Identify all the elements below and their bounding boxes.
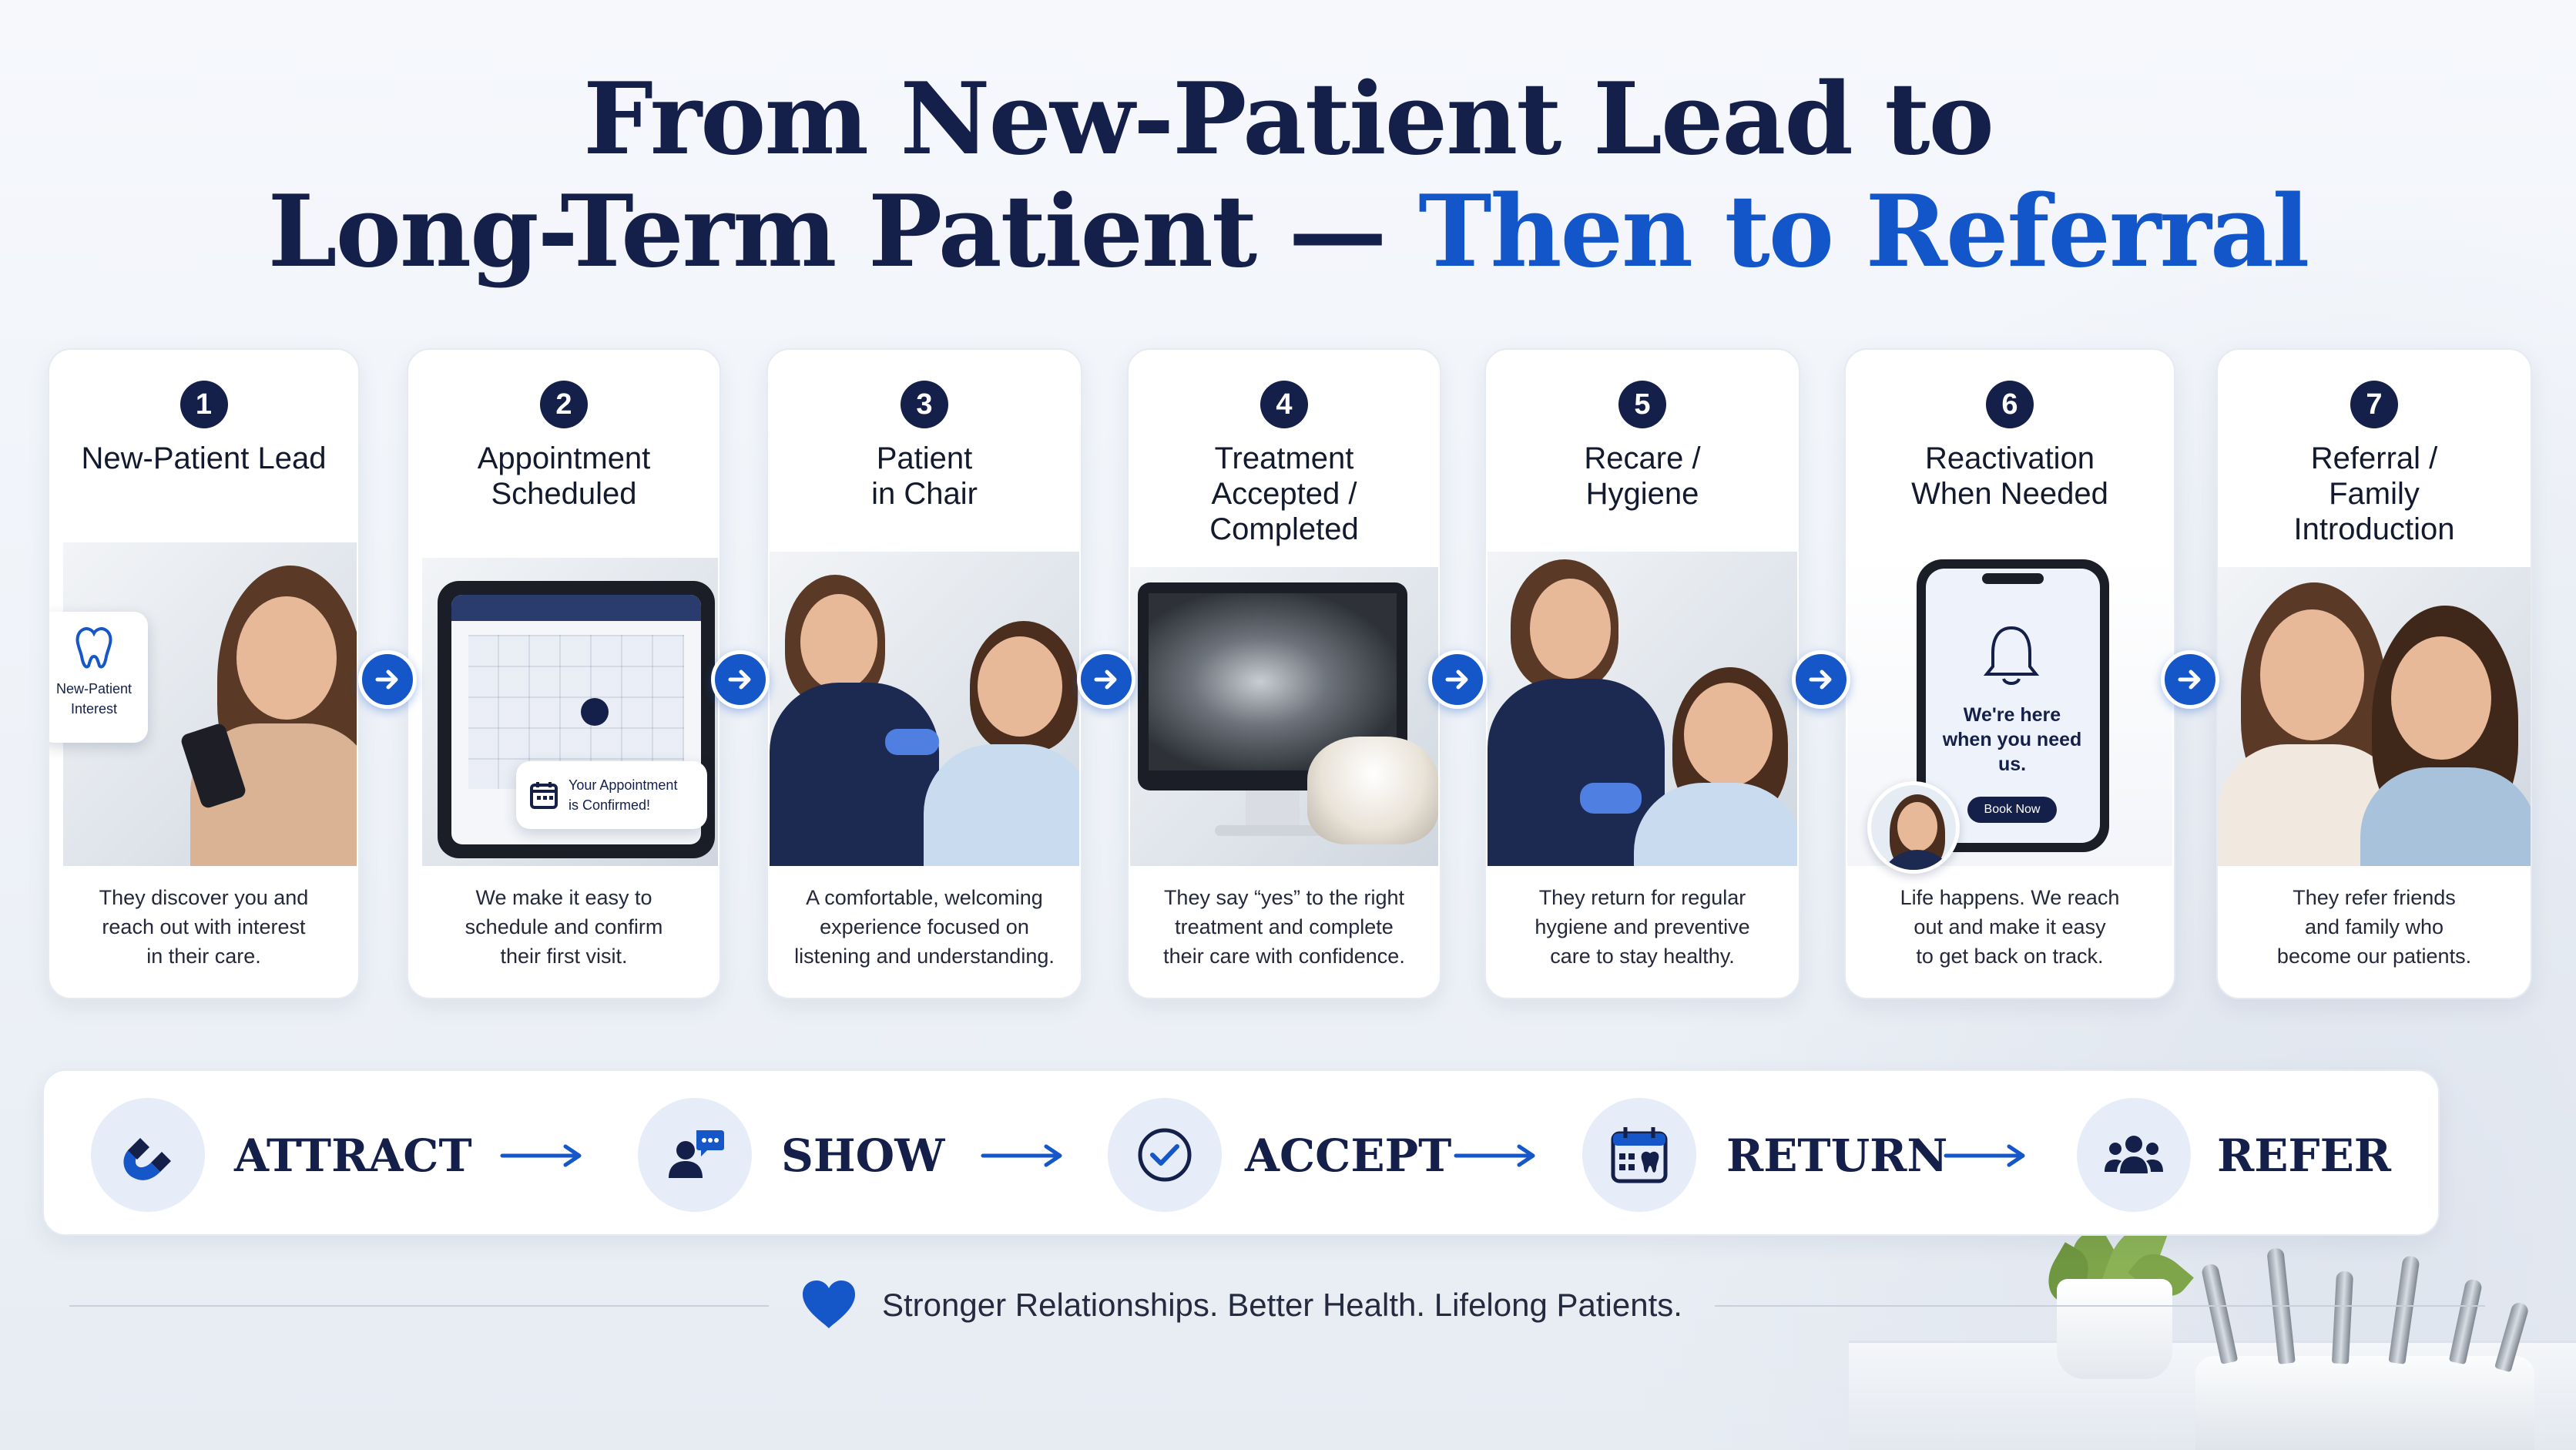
step-title: Patient in Chair xyxy=(871,441,978,511)
step-number-badge: 5 xyxy=(1618,381,1666,428)
step-description: They discover you and reach out with int… xyxy=(99,886,309,968)
new-patient-interest-chip: New-Patient Interest xyxy=(49,612,148,743)
step-title: Reactivation When Needed xyxy=(1911,441,2108,511)
step-card-5: 5 Recare / Hygiene They return for regul… xyxy=(1484,348,1800,999)
step-description: A comfortable, welcoming experience focu… xyxy=(794,886,1055,968)
step-title: Appointment Scheduled xyxy=(477,441,651,511)
footer-divider-right xyxy=(1715,1305,2485,1307)
magnet-icon xyxy=(123,1138,171,1180)
tooth-icon xyxy=(75,627,112,669)
avatar xyxy=(1867,781,1960,874)
page-title: From New-Patient Lead to Long-Term Patie… xyxy=(0,63,2576,288)
stage-bar xyxy=(42,1069,2440,1236)
step-arrow-5 xyxy=(1792,650,1850,709)
title-line-2-accent: Then to Referral xyxy=(1418,174,2309,290)
step-description: We make it easy to schedule and confirm … xyxy=(465,886,663,968)
step-title: Treatment Accepted / Completed xyxy=(1209,441,1359,546)
step-photo-treatment xyxy=(1130,567,1438,866)
person-chat-icon xyxy=(669,1130,724,1178)
stage-arrow-4 xyxy=(1944,1144,2025,1167)
step-description: Life happens. We reach out and make it e… xyxy=(1900,886,2120,968)
step-card-3: 3 Patient in Chair A comfortable, welcom… xyxy=(766,348,1082,999)
stage-icon-attract xyxy=(91,1098,205,1212)
stage-label-refer: REFER xyxy=(2217,1129,2391,1182)
step-arrow-3 xyxy=(1077,650,1135,709)
step-number-badge: 4 xyxy=(1260,381,1308,428)
arrow-right-icon xyxy=(1445,670,1468,690)
footer-divider-left xyxy=(69,1305,769,1307)
arrow-right-icon xyxy=(375,670,398,690)
stage-icon-accept xyxy=(1108,1098,1222,1212)
step-number-badge: 3 xyxy=(901,381,948,428)
arrow-right-icon xyxy=(1809,670,1832,690)
step-description: They say “yes” to the right treatment an… xyxy=(1163,886,1405,968)
title-line-1: From New-Patient Lead to xyxy=(583,62,1994,177)
step-arrow-2 xyxy=(711,650,770,709)
stage-label-show: SHOW xyxy=(781,1129,945,1182)
calendar-icon xyxy=(530,782,558,809)
step-title: Recare / Hygiene xyxy=(1584,441,1701,511)
arrow-right-icon xyxy=(1094,670,1117,690)
stage-icon-return xyxy=(1582,1098,1696,1212)
step-card-1: 1 New-Patient Lead New-Patient Interest … xyxy=(48,348,360,999)
stage-icon-show xyxy=(638,1098,752,1212)
step-number-badge: 6 xyxy=(1986,381,2034,428)
reactivation-message: We're here when you need us. xyxy=(1942,704,2082,775)
step-number-badge: 7 xyxy=(2350,381,2398,428)
step-number-badge: 2 xyxy=(540,381,588,428)
new-patient-interest-label: New-Patient Interest xyxy=(55,681,132,717)
step-photo-referral xyxy=(2218,567,2531,866)
bell-icon xyxy=(1983,626,2040,685)
book-now-button[interactable]: Book Now xyxy=(1967,797,2057,823)
step-description: They return for regular hygiene and prev… xyxy=(1535,886,1750,968)
appointment-confirmed-chip: Your Appointment is Confirmed! xyxy=(516,761,707,829)
stage-label-return: RETURN xyxy=(1726,1129,1948,1182)
stage-icon-refer xyxy=(2077,1098,2191,1212)
appointment-confirmed-label: Your Appointment is Confirmed! xyxy=(569,777,678,813)
arrow-right-icon xyxy=(728,670,751,690)
stage-label-attract: ATTRACT xyxy=(234,1129,472,1182)
step-number-badge: 1 xyxy=(179,381,228,428)
group-icon xyxy=(2105,1136,2163,1173)
step-arrow-6 xyxy=(2161,650,2219,709)
stage-arrow-2 xyxy=(981,1144,1062,1167)
heart-icon xyxy=(803,1280,855,1328)
calendar-tooth-icon xyxy=(1611,1127,1668,1183)
stage-arrow-1 xyxy=(500,1144,582,1167)
arrow-right-icon xyxy=(2178,670,2201,690)
step-card-6: 6 Reactivation When Needed We're here wh… xyxy=(1844,348,2175,999)
step-description: They refer friends and family who become… xyxy=(2276,886,2472,968)
step-arrow-4 xyxy=(1428,650,1487,709)
stage-arrow-3 xyxy=(1454,1144,1535,1167)
title-line-2: Long-Term Patient — Then to Referral xyxy=(0,176,2576,288)
step-card-7: 7 Referral / Family Introduction They re… xyxy=(2216,348,2532,999)
title-line-2-main: Long-Term Patient — xyxy=(267,174,1419,290)
step-title: Referral / Family Introduction xyxy=(2293,441,2455,546)
step-photo-hygiene xyxy=(1488,552,1797,866)
footer-tagline: Stronger Relationships. Better Health. L… xyxy=(882,1287,1682,1323)
step-arrow-1 xyxy=(358,650,417,709)
step-card-4: 4 Treatment Accepted / Completed They sa… xyxy=(1127,348,1441,999)
step-title: New-Patient Lead xyxy=(81,441,327,475)
check-circle-icon xyxy=(1138,1128,1192,1182)
step-card-2: 2 Appointment Scheduled Your Appointment… xyxy=(407,348,721,999)
step-photo-patient-in-chair xyxy=(770,552,1079,866)
stage-label-accept: ACCEPT xyxy=(1245,1129,1452,1182)
